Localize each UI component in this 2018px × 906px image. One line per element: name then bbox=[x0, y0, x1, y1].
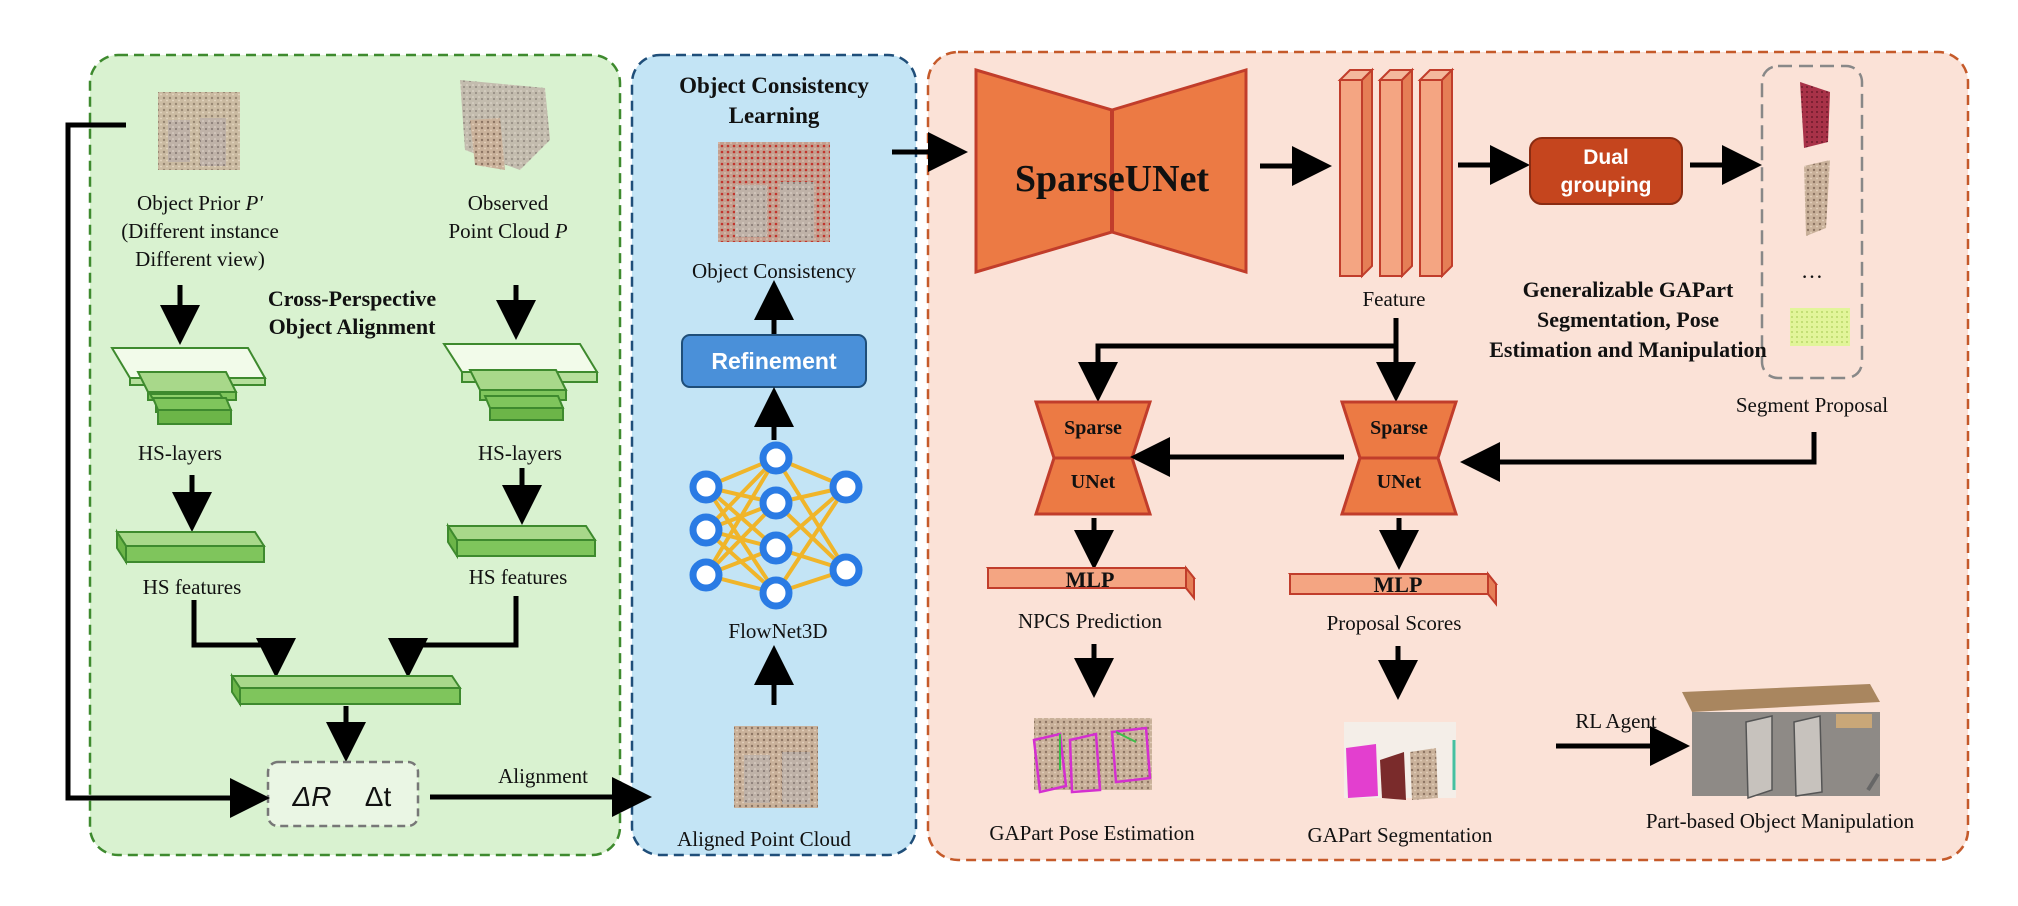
sparseunet-label: SparseUNet bbox=[1015, 158, 1210, 200]
gapart-title-1: Generalizable GAPart bbox=[1523, 277, 1734, 302]
mlp-right-slab bbox=[1287, 571, 1499, 607]
cabinet-manipulation-image bbox=[1682, 684, 1880, 800]
delta-t-label: Δt bbox=[365, 781, 392, 812]
segment-proposal-label: Segment Proposal bbox=[1736, 393, 1888, 417]
mlp-left-slab bbox=[985, 565, 1197, 601]
object-prior-label: Object Prior bbox=[137, 191, 245, 215]
proposal-segment-2 bbox=[1804, 160, 1830, 236]
rl-agent-label: RL Agent bbox=[1575, 709, 1657, 733]
flownet-label: FlowNet3D bbox=[728, 619, 827, 643]
object-prior-symbol: P′ bbox=[245, 191, 264, 215]
sparseunet-block bbox=[974, 67, 1248, 275]
arrow-left-features-to-merge bbox=[191, 600, 296, 678]
object-prior-detail-2: Different view) bbox=[135, 247, 265, 271]
pose-estimation-label: GAPart Pose Estimation bbox=[989, 821, 1195, 845]
dual-grouping-label-2: grouping bbox=[1561, 174, 1652, 197]
alignment-title-1: Cross-Perspective bbox=[268, 286, 436, 311]
proposal-scores-label: Proposal Scores bbox=[1327, 611, 1462, 635]
observed-symbol: P bbox=[554, 219, 568, 243]
observed-label-2: Point Cloud bbox=[448, 219, 554, 243]
sparse-unet-right-top: Sparse bbox=[1370, 417, 1428, 439]
alignment-label: Alignment bbox=[498, 764, 588, 788]
hs-features-right-slab bbox=[446, 522, 597, 560]
svg-text:Object Prior P′: Object Prior P′ bbox=[137, 191, 263, 215]
mlp-right-label: MLP bbox=[1374, 572, 1423, 597]
object-consistency-point-cloud bbox=[718, 142, 830, 242]
object-prior-point-cloud bbox=[158, 92, 240, 170]
transform-box bbox=[266, 760, 420, 828]
proposal-segment-3 bbox=[1790, 308, 1850, 346]
npcs-prediction-label: NPCS Prediction bbox=[1018, 609, 1163, 633]
hs-layers-right-stack bbox=[442, 343, 599, 421]
sparse-unet-left-bottom: UNet bbox=[1071, 471, 1116, 493]
consistency-title-2: Learning bbox=[729, 103, 820, 128]
sparse-unet-right bbox=[1339, 400, 1459, 516]
hs-layers-left-stack bbox=[110, 347, 267, 425]
dual-grouping-box bbox=[1529, 137, 1683, 205]
sparse-unet-right-bottom: UNet bbox=[1377, 471, 1422, 493]
arrow-feature-to-left-unet bbox=[1078, 318, 1399, 402]
hs-features-left-label: HS features bbox=[143, 575, 242, 599]
dual-grouping-label-1: Dual bbox=[1583, 146, 1629, 169]
observed-label-1: Observed bbox=[468, 191, 549, 215]
arrow-proposal-to-right-unet bbox=[1460, 432, 1817, 482]
segmentation-image bbox=[1344, 722, 1456, 800]
gapart-title-3: Estimation and Manipulation bbox=[1489, 337, 1767, 362]
svg-text:Point Cloud P: Point Cloud P bbox=[448, 219, 567, 243]
proposal-segment-1 bbox=[1800, 82, 1830, 148]
observed-point-cloud bbox=[460, 80, 550, 170]
object-consistency-label: Object Consistency bbox=[692, 259, 856, 283]
aligned-point-cloud-label: Aligned Point Cloud bbox=[677, 827, 851, 851]
merged-feature-slab bbox=[230, 672, 462, 708]
consistency-title-1: Object Consistency bbox=[679, 73, 869, 98]
mlp-left-label: MLP bbox=[1066, 567, 1115, 592]
gapart-title-2: Segmentation, Pose bbox=[1537, 307, 1719, 332]
arrow-right-features-to-merge bbox=[388, 596, 519, 678]
hs-features-right-label: HS features bbox=[469, 565, 568, 589]
alignment-panel bbox=[88, 53, 622, 857]
sparse-unet-left bbox=[1033, 400, 1153, 516]
sparse-unet-left-top: Sparse bbox=[1064, 417, 1122, 439]
feature-label: Feature bbox=[1363, 287, 1426, 311]
hs-features-left-slab bbox=[115, 528, 266, 566]
delta-r-label: ΔR bbox=[291, 781, 331, 812]
object-prior-detail-1: (Different instance bbox=[121, 219, 279, 243]
pose-estimation-image bbox=[1032, 718, 1152, 794]
aligned-point-cloud-image bbox=[734, 726, 818, 808]
segmentation-label: GAPart Segmentation bbox=[1308, 823, 1493, 847]
alignment-title-2: Object Alignment bbox=[269, 314, 436, 339]
manipulation-label: Part-based Object Manipulation bbox=[1646, 809, 1915, 833]
feedback-loop-arrow bbox=[65, 122, 270, 818]
feature-columns bbox=[1337, 67, 1455, 279]
neural-network-icon bbox=[689, 441, 863, 610]
hs-layers-left-label: HS-layers bbox=[138, 441, 222, 465]
hs-layers-right-label: HS-layers bbox=[478, 441, 562, 465]
proposal-ellipsis: … bbox=[1801, 258, 1823, 283]
refinement-label: Refinement bbox=[711, 348, 837, 374]
